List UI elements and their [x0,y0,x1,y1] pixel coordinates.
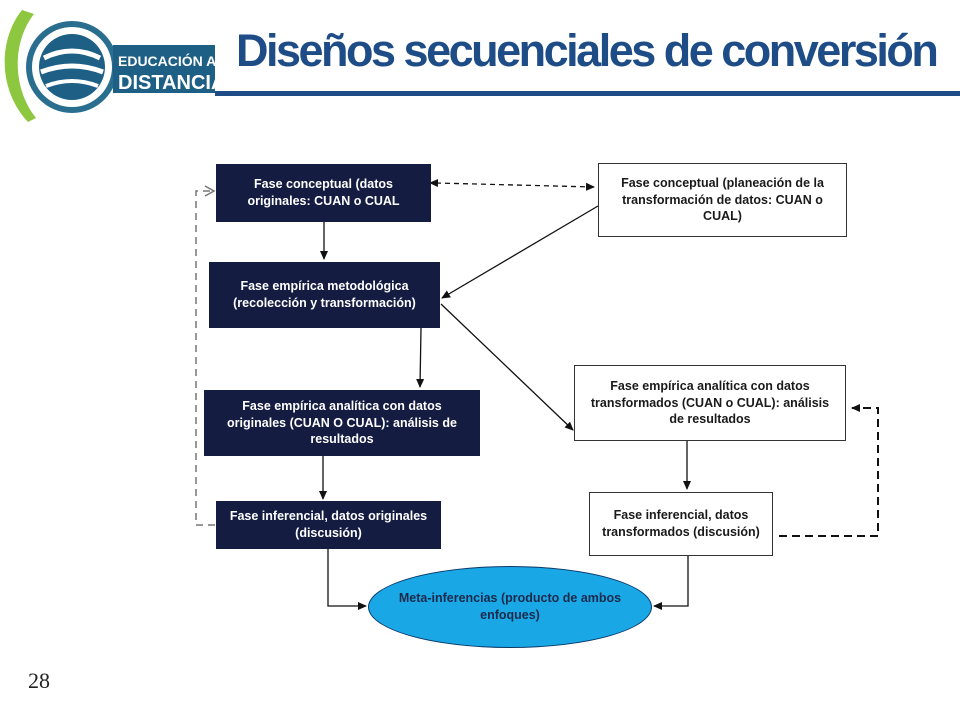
logo-line1: EDUCACIÓN A [118,52,216,69]
page-number: 28 [28,668,50,693]
box-fase-conceptual-original: Fase conceptual (datos originales: CUAN … [216,164,431,222]
box-fase-inferencial-original: Fase inferencial, datos originales (disc… [216,501,441,549]
feedback-loop-left [195,185,216,526]
box-fase-conceptual-planeacion: Fase conceptual (planeación de la transf… [598,163,847,237]
title-divider [215,91,960,96]
logo-line2: DISTANCIA [118,72,225,94]
educacion-a-distancia-logo: EDUCACIÓN A DISTANCIA [4,10,225,122]
dashed-link-conceptual [429,179,595,191]
page-title: Diseños secuenciales de conversión [236,25,939,76]
box-fase-analitica-original: Fase empírica analítica con datos origin… [204,390,480,456]
box-fase-inferencial-transformados: Fase inferencial, datos transformados (d… [589,492,773,556]
box-fase-analitica-transformados: Fase empírica analítica con datos transf… [574,365,846,441]
box-fase-empirica-metodologica: Fase empírica metodológica (recolección … [209,262,440,328]
feedback-loop-right [779,404,879,537]
arrow-metodologica-to-analitica-transformados [440,303,574,431]
arrow-metodologica-to-analitica [416,327,425,388]
arrow-planeacion-to-metodologica [441,205,599,299]
oval-meta-inferencias: Meta-inferencias (producto de ambos enfo… [368,566,652,648]
arrow-inferencial-original-to-meta [327,549,367,610]
arrow-inferencial-transformados-to-meta [653,556,689,610]
